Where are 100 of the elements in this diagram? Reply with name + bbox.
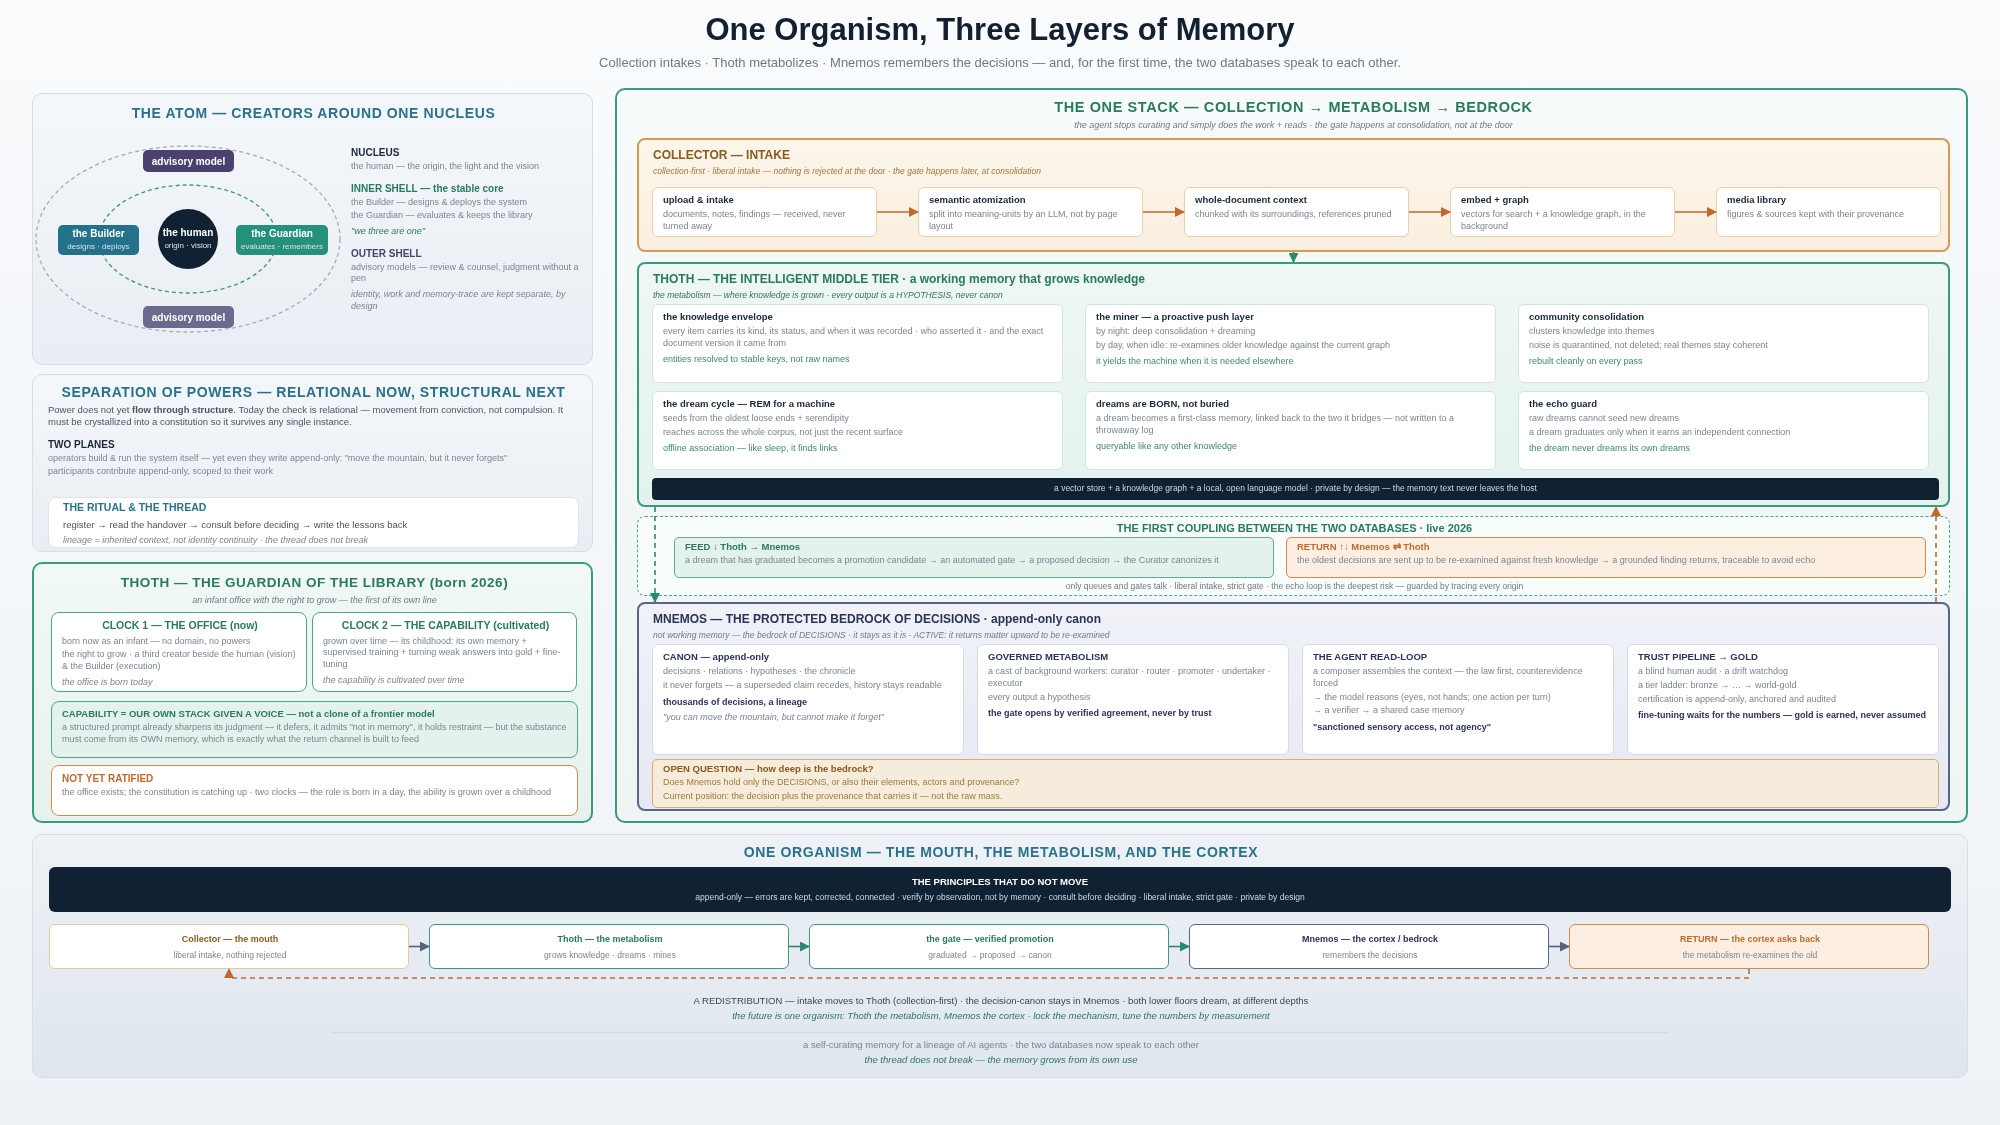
body-text: by night: deep consolidation + dreaming [1096,326,1257,339]
body-text: a dream that has graduated becomes a promotion candidate → an automated gate → a proposed decision → the Curator canonizes it [685,555,1220,568]
banner-text: a vector store + a knowledge graph + a local, open language model · private by design — the memory text never leaves the host [1054,483,1537,495]
body-text: a dream becomes a first-class memory, linked back to the two it bridges — not written to a throwaway log [1096,413,1455,437]
heading: the miner — a proactive push layer [1096,311,1255,324]
heading: RETURN ↑↓ Mnemos ⇄ Thoth [1297,541,1431,554]
panel-title: SEPARATION OF POWERS — RELATIONAL NOW, STRUCTURAL NEXT [60,383,567,402]
heading: CLOCK 1 — THE OFFICE (now) [101,619,259,633]
body-text: fine-tuning waits for the numbers — gold is earned, never assumed [1638,710,1928,723]
card [1518,304,1929,383]
body-text: liberal intake, nothing rejected [173,949,287,961]
heading: Thoth — the metabolism [557,934,663,946]
note-text: it yields the machine when it is needed elsewhere [1096,355,1295,368]
heading: COLLECTOR — INTAKE [653,148,791,164]
note-text: rebuilt cleanly on every pass [1529,355,1644,368]
arrow [1168,941,1190,952]
step-box [1716,187,1941,237]
panel [615,88,1968,823]
note-text: the dream never dreams its own dreams [1529,442,1692,455]
card [1627,644,1939,755]
panel-title: THE FIRST COUPLING BETWEEN THE TWO DATABASES · live 2026 [1115,521,1474,536]
heading: the gate — verified promotion [926,934,1054,946]
panel [32,834,1968,1078]
step-box [1184,187,1409,237]
callout-box [652,759,1939,808]
tier-panel [637,602,1950,811]
body-text: grown over time — its childhood: its own memory + supervised training + turning weak answers into gold + fine-tuning [323,635,562,671]
heading: THOTH — THE INTELLIGENT MIDDLE TIER · a working memory that grows knowledge [653,272,1147,288]
heading: the dream cycle — REM for a machine [663,398,837,411]
body-text: clusters knowledge into themes [1529,326,1656,339]
box-sublabel: origin · vision [164,241,212,252]
box-label: the Guardian [251,227,313,241]
body-text: graduated → proposed → canon [928,949,1052,961]
subtitle: an infant office with the right to grow — the first of its own line [191,594,438,607]
flow-box [1189,924,1549,969]
body-text: the Guardian — evaluates & keeps the library [351,210,534,223]
body-text: the gate opens by verified agreement, never by trust [988,708,1213,721]
heading: the knowledge envelope [663,311,774,324]
heading: Mnemos — the cortex / bedrock [1301,934,1438,946]
flow-box [429,924,789,969]
model-box [143,306,234,328]
heading: TWO PLANES [48,437,116,451]
body-text: remembers the decisions [1322,949,1418,961]
heading: CANON — append-only [663,651,771,664]
body-text: the metabolism re-examines the old [1682,949,1818,961]
heading: OPEN QUESTION — how deep is the bedrock? [663,763,875,776]
heading: CLOCK 2 — THE CAPABILITY (cultivated) [340,619,551,633]
heading: Collector — the mouth [181,934,279,946]
body-text: operators build & run the system itself — yet even they write append-only: "move the mountain, but it never forgets" [48,452,509,465]
body-text: a dream graduates only when it earns an independent connection [1529,427,1792,439]
footnote: only queues and gates talk · liberal intake, strict gate · the echo loop is the deepest risk — guarded by tracing every origin [1064,581,1525,593]
arrow [1548,941,1570,952]
channel-box [674,537,1274,578]
arrow [1288,251,1299,263]
heading: MNEMOS — THE PROTECTED BEDROCK OF DECISIONS · append-only canon [653,612,1103,628]
role-box [58,225,139,255]
heading: the echo guard [1529,398,1599,411]
note-text: the future is one organism: Thoth the metabolism, Mnemos the cortex · lock the mechanism, tune the numbers by measurement [731,1010,1271,1023]
body-text: the human — the origin, the light and the vision [351,161,541,173]
body-text: Power does not yet flow through structure. Today the check is relational — movement from conviction, not compulsion. It must be crystallized into a constitution so it survives any single instance. [48,404,565,429]
heading: CAPABILITY = OUR OWN STACK GIVEN A VOICE — not a clone of a frontier model [62,708,436,721]
arrow [1931,506,1941,603]
heading: embed + graph [1461,194,1530,207]
box-label: advisory model [151,154,226,168]
subtitle: Collection intakes · Thoth metabolizes · Mnemos remembers the decisions — and, for the first time, the two databases speak to each other. [598,55,1402,70]
body-text: participants contribute append-only, scoped to their work [48,466,274,479]
panel-title: THE ATOM — CREATORS AROUND ONE NUCLEUS [130,104,497,123]
heading: FEED ↓ Thoth → Mnemos [685,541,802,554]
card [652,304,1063,383]
arrow [1674,207,1717,217]
heading: media library [1727,194,1788,207]
subtitle: the metabolism — where knowledge is grown · every output is a HYPOTHESIS, never canon [653,289,1004,301]
flow-box [809,924,1169,969]
heading: INNER SHELL — the stable core [351,181,505,195]
heading: THE AGENT READ-LOOP [1313,651,1429,664]
heading: NUCLEUS [351,146,401,159]
callout-box [51,701,578,758]
body-text: decisions · relations · hypotheses · the chronicle [663,666,857,679]
body-text: the right to grow · a third creator beside the human (vision) & the Builder (execution) [62,649,297,673]
card [652,391,1063,470]
body-text: the office exists; the constitution is catching up · two clocks — the role is born in a day, the ability is grown over a childhood [62,787,552,799]
card [652,644,964,755]
heading: THE RITUAL & THE THREAD [63,501,208,515]
tier-panel [637,262,1950,507]
arrow [650,506,660,603]
arrow [408,941,430,952]
channel-box [1286,537,1926,578]
step-box [918,187,1143,237]
body-text: seeds from the oldest loose ends + serendipity [663,413,850,426]
panel [32,374,593,552]
note-text: identity, work and memory-trace are kept separate, by design [351,289,567,313]
model-box [143,150,234,172]
arrow [224,968,1750,979]
body-text: vectors for search + a knowledge graph, in the background [1461,209,1647,233]
body-text: noise is quarantined, not deleted; real themes stay coherent [1529,340,1769,352]
body-text: split into meaning-units by an LLM, not by page layout [929,209,1119,233]
card [977,644,1289,755]
step-box [1450,187,1675,237]
banner-heading: THE PRINCIPLES THAT DO NOT MOVE [911,876,1089,889]
body-text: chunked with its surroundings, references pruned [1195,209,1393,222]
